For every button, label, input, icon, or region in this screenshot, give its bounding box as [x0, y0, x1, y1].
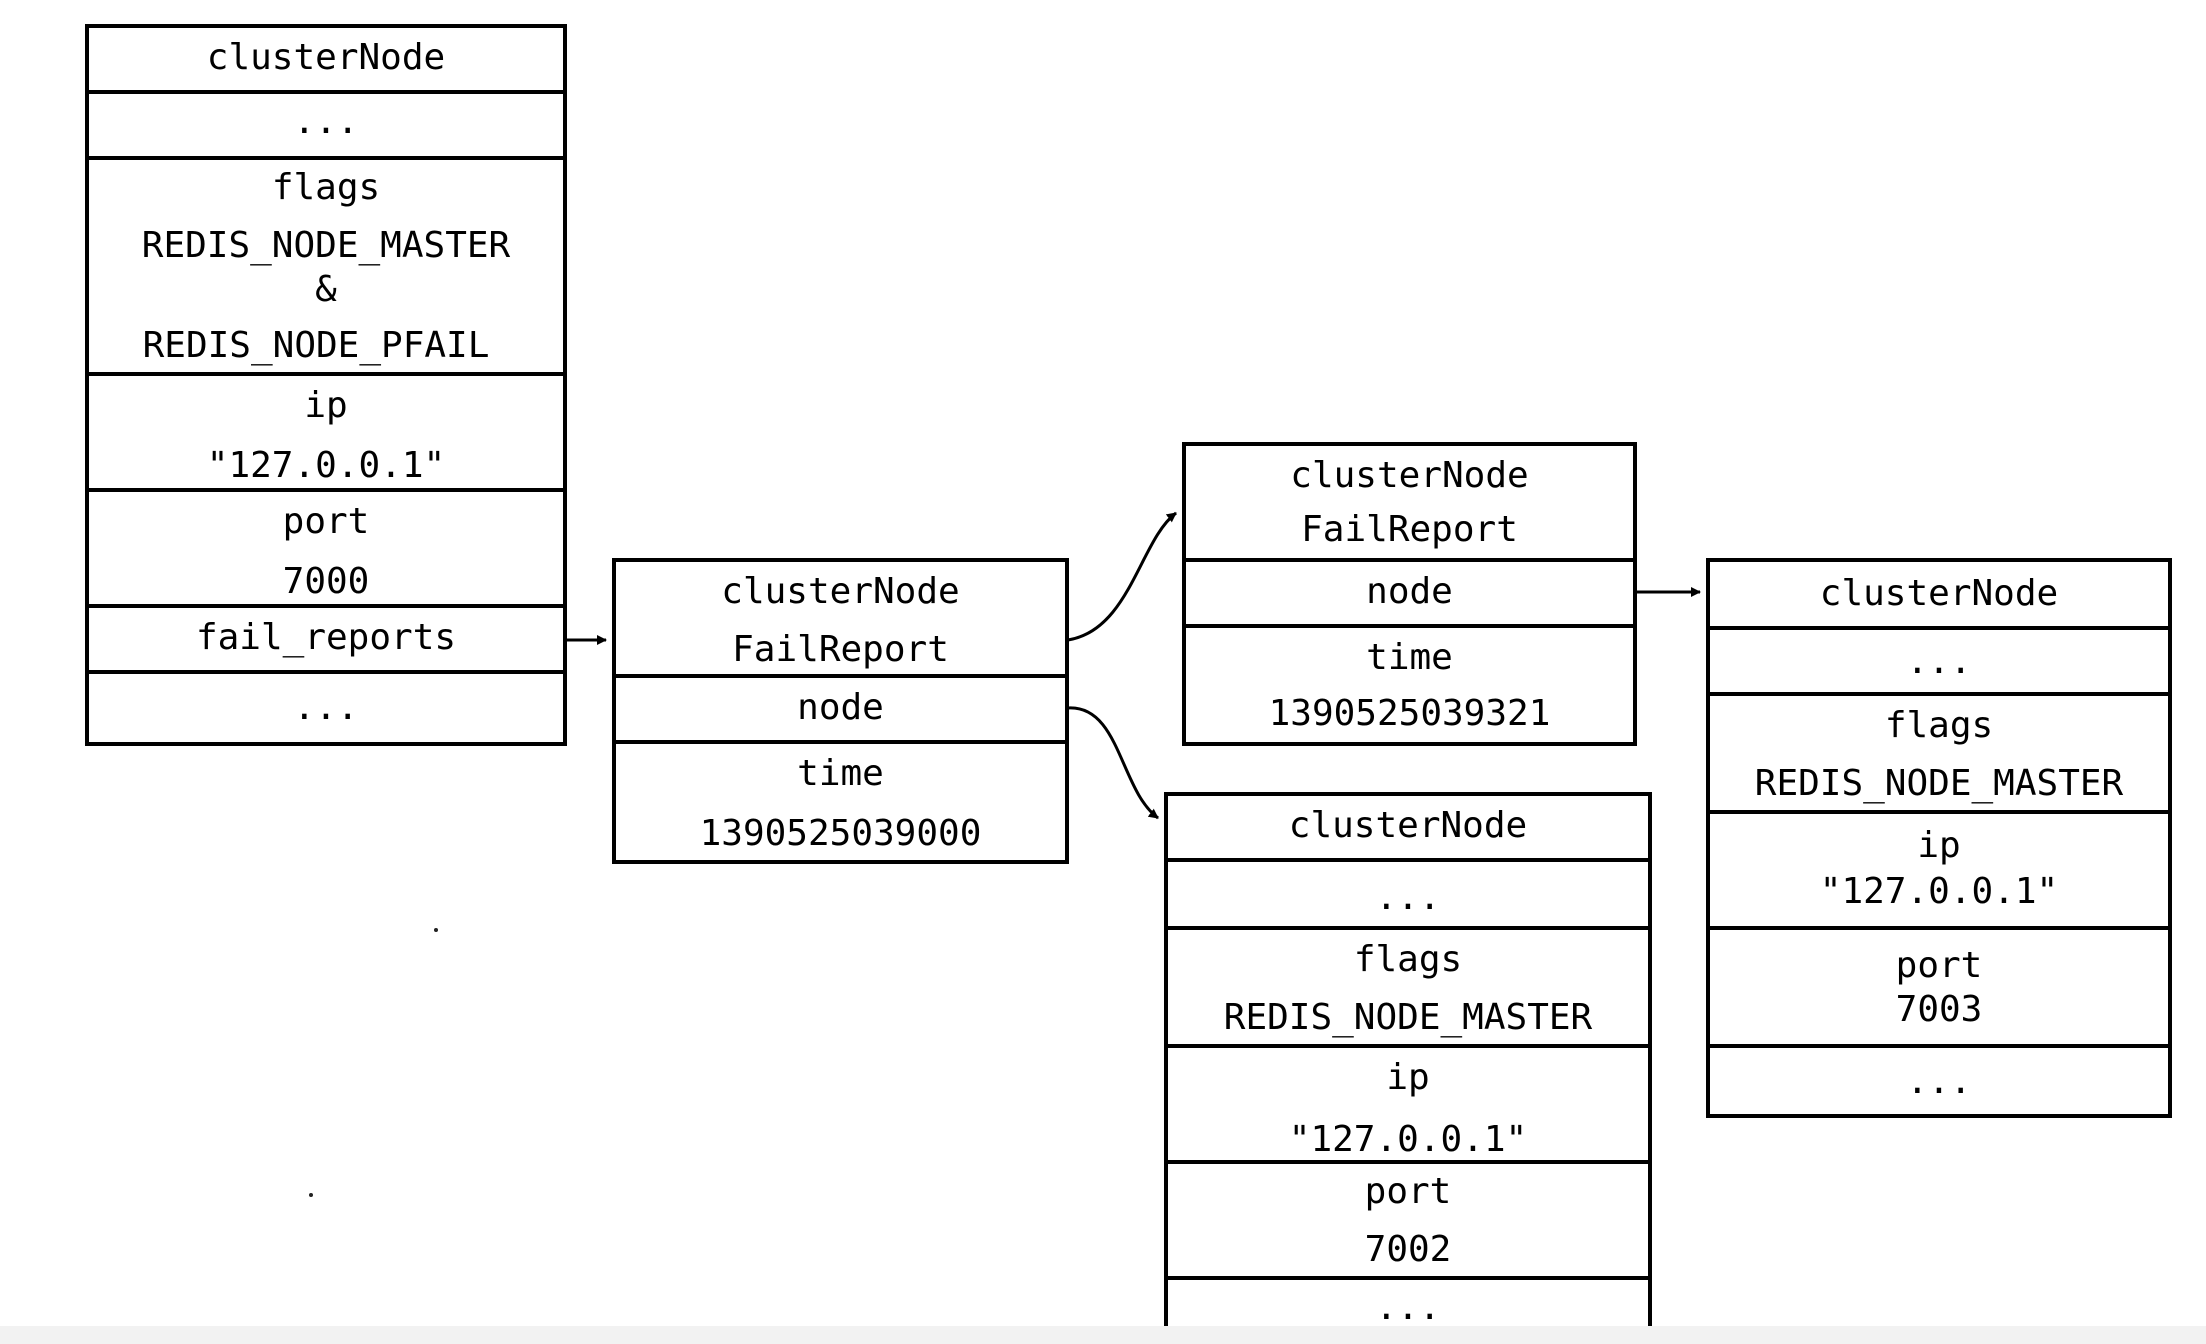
node-b-flags-label: flags: [1353, 939, 1463, 980]
report-2-time-cell: time 1390525039321: [1182, 624, 1637, 746]
node-a-port-value: 7000: [282, 561, 370, 602]
node-b-ip-cell: ip "127.0.0.1": [1164, 1044, 1652, 1164]
node-a-fail-reports-label: fail_reports: [195, 617, 457, 658]
node-a-ellipsis-bottom: ...: [293, 687, 359, 728]
node-b-port-cell: port 7002: [1164, 1160, 1652, 1280]
report-2-time-value: 1390525039321: [1268, 693, 1551, 734]
node-a-header: clusterNode: [206, 37, 446, 78]
node-b-port-label: port: [1364, 1171, 1452, 1212]
report-2-header-1: clusterNode: [1290, 455, 1529, 496]
node-a-flags-joiner: &: [315, 269, 337, 310]
node-b-ip-value: "127.0.0.1": [1288, 1119, 1528, 1160]
report-1-header-2: FailReport: [732, 629, 949, 670]
node-b-ellipsis-bottom: ...: [1375, 1287, 1441, 1328]
node-a-flags-value-2: REDIS_NODE_PFAIL: [142, 325, 490, 366]
report-1-header-cell: clusterNode FailReport: [612, 558, 1069, 678]
node-c-ellipsis-bottom: ...: [1906, 1061, 1972, 1102]
node-a-port-label: port: [282, 501, 370, 542]
node-c-port-value: 7003: [1895, 989, 1983, 1030]
node-a-ip-value: "127.0.0.1": [206, 445, 446, 486]
arrow-report-1-node-to-node-7002: [1067, 706, 1159, 820]
node-b-flags-value: REDIS_NODE_MASTER: [1223, 997, 1593, 1038]
node-b-port-value: 7002: [1364, 1229, 1452, 1270]
arrow-report-1-to-report-2: [1067, 511, 1177, 642]
report-2-header-cell: clusterNode FailReport: [1182, 442, 1637, 562]
speck-1: [434, 928, 438, 932]
node-c-ellipsis-top: ...: [1906, 641, 1972, 682]
node-b-ellipsis-top-cell: ...: [1164, 858, 1652, 930]
node-b-flags-cell: flags REDIS_NODE_MASTER: [1164, 926, 1652, 1048]
report-1-node-label: node: [797, 687, 884, 728]
report-2-header-2: FailReport: [1301, 509, 1518, 550]
node-a-ellipsis-top: ...: [293, 101, 359, 142]
node-c-ip-cell: ip "127.0.0.1": [1706, 810, 2172, 930]
report-1-header-1: clusterNode: [721, 571, 960, 612]
node-c-ip-value: "127.0.0.1": [1819, 871, 2059, 912]
node-a-flags-label: flags: [271, 167, 381, 208]
node-c-flags-value: REDIS_NODE_MASTER: [1754, 763, 2124, 804]
node-b-ellipsis-top: ...: [1375, 877, 1441, 918]
node-b-ip-label: ip: [1386, 1057, 1430, 1098]
node-b-header: clusterNode: [1288, 805, 1528, 846]
node-a-ip-label: ip: [304, 385, 348, 426]
speck-2: [309, 1193, 313, 1197]
report-1-time-value: 1390525039000: [699, 813, 982, 854]
node-c-flags-cell: flags REDIS_NODE_MASTER: [1706, 692, 2172, 814]
node-a-flags-cell: flags REDIS_NODE_MASTER & REDIS_NODE_PFA…: [85, 156, 567, 376]
node-a-ellipsis-bottom-cell: ...: [85, 670, 567, 746]
node-a-flags-value-1: REDIS_NODE_MASTER: [141, 225, 511, 266]
node-a-header-cell: clusterNode: [85, 24, 567, 94]
node-c-header: clusterNode: [1819, 573, 2059, 614]
report-2-node-cell: node: [1182, 558, 1637, 628]
node-c-ellipsis-top-cell: ...: [1706, 626, 2172, 696]
report-2-node-label: node: [1366, 571, 1453, 612]
node-c-ellipsis-bottom-cell: ...: [1706, 1044, 2172, 1118]
report-1-time-cell: time 1390525039000: [612, 740, 1069, 864]
node-c-port-label: port: [1895, 945, 1983, 986]
node-c-flags-label: flags: [1884, 705, 1994, 746]
report-2-time-label: time: [1366, 637, 1453, 678]
bottom-strip: [0, 1326, 2206, 1344]
report-1-time-label: time: [797, 753, 884, 794]
node-a-port-cell: port 7000: [85, 488, 567, 608]
node-c-ip-label: ip: [1917, 825, 1961, 866]
